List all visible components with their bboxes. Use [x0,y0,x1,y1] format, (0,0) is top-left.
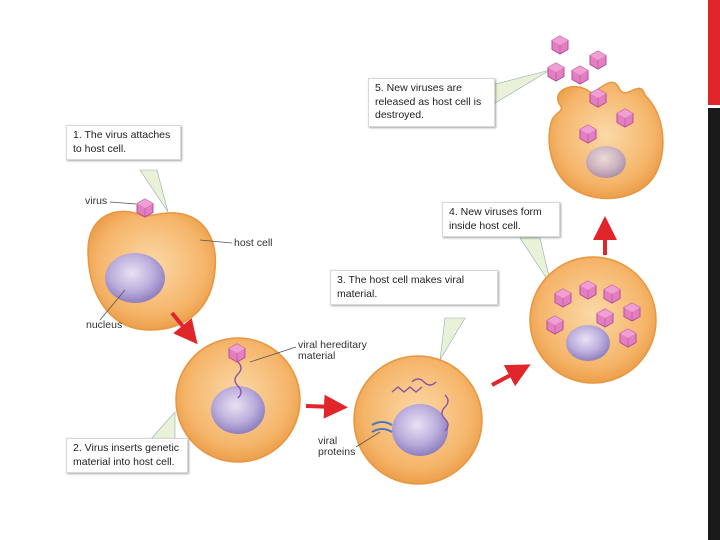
new-virus [619,328,637,348]
callout-pointer-step4 [519,237,552,286]
host-cell-4 [529,256,657,384]
nucleus-1 [105,253,165,303]
nucleus-4 [566,325,610,361]
label-host-cell: host cell [234,237,273,249]
virus-attached [136,198,154,218]
released-virus [547,62,565,82]
callout-step5: 5. New viruses are released as host cell… [368,78,495,127]
new-virus [554,288,572,308]
new-virus [603,284,621,304]
viral-dna-copies [391,378,449,432]
viral-protein-strands [371,421,393,433]
released-virus [589,88,607,108]
label-virus: virus [85,195,108,207]
nucleus-5-degraded [586,146,626,178]
process-arrow-3 [491,364,531,387]
new-virus [623,302,641,322]
callout-pointer-step2 [149,411,176,441]
new-virus [579,280,597,300]
released-virus [551,35,569,55]
callout-step3: 3. The host cell makes viral material. [330,270,498,305]
released-virus [579,124,597,144]
viral-dna-strand [234,361,242,399]
new-virus [596,308,614,328]
process-arrow-1 [170,311,198,345]
nucleus-2 [211,386,265,434]
released-virus [571,65,589,85]
new-virus [546,315,564,335]
callout-pointer-step5 [491,69,551,106]
nucleus-3 [392,404,448,456]
virus-injecting [228,343,246,363]
callout-step4: 4. New viruses form inside host cell. [442,202,560,237]
label-viral-hereditary-material: viral hereditary material [298,339,367,362]
virus-leader [109,201,137,205]
host-cell-leader [199,239,233,244]
nucleus-leader [99,289,126,321]
viral-proteins-leader [355,431,381,448]
released-virus [616,108,634,128]
callout-step1: 1. The virus attaches to host cell. [66,125,181,160]
callout-pointer-step3 [439,317,466,361]
released-virus [589,50,607,70]
callout-step2: 2. Virus inserts genetic material into h… [66,438,188,473]
process-arrow-2 [305,394,348,419]
dark-side-rule [708,108,720,540]
red-accent-bar [708,0,720,105]
callout-pointer-step1 [139,169,169,213]
label-nucleus: nucleus [86,319,123,331]
viral-hereditary-leader [249,346,297,363]
label-viral-proteins: viral proteins [318,435,356,458]
